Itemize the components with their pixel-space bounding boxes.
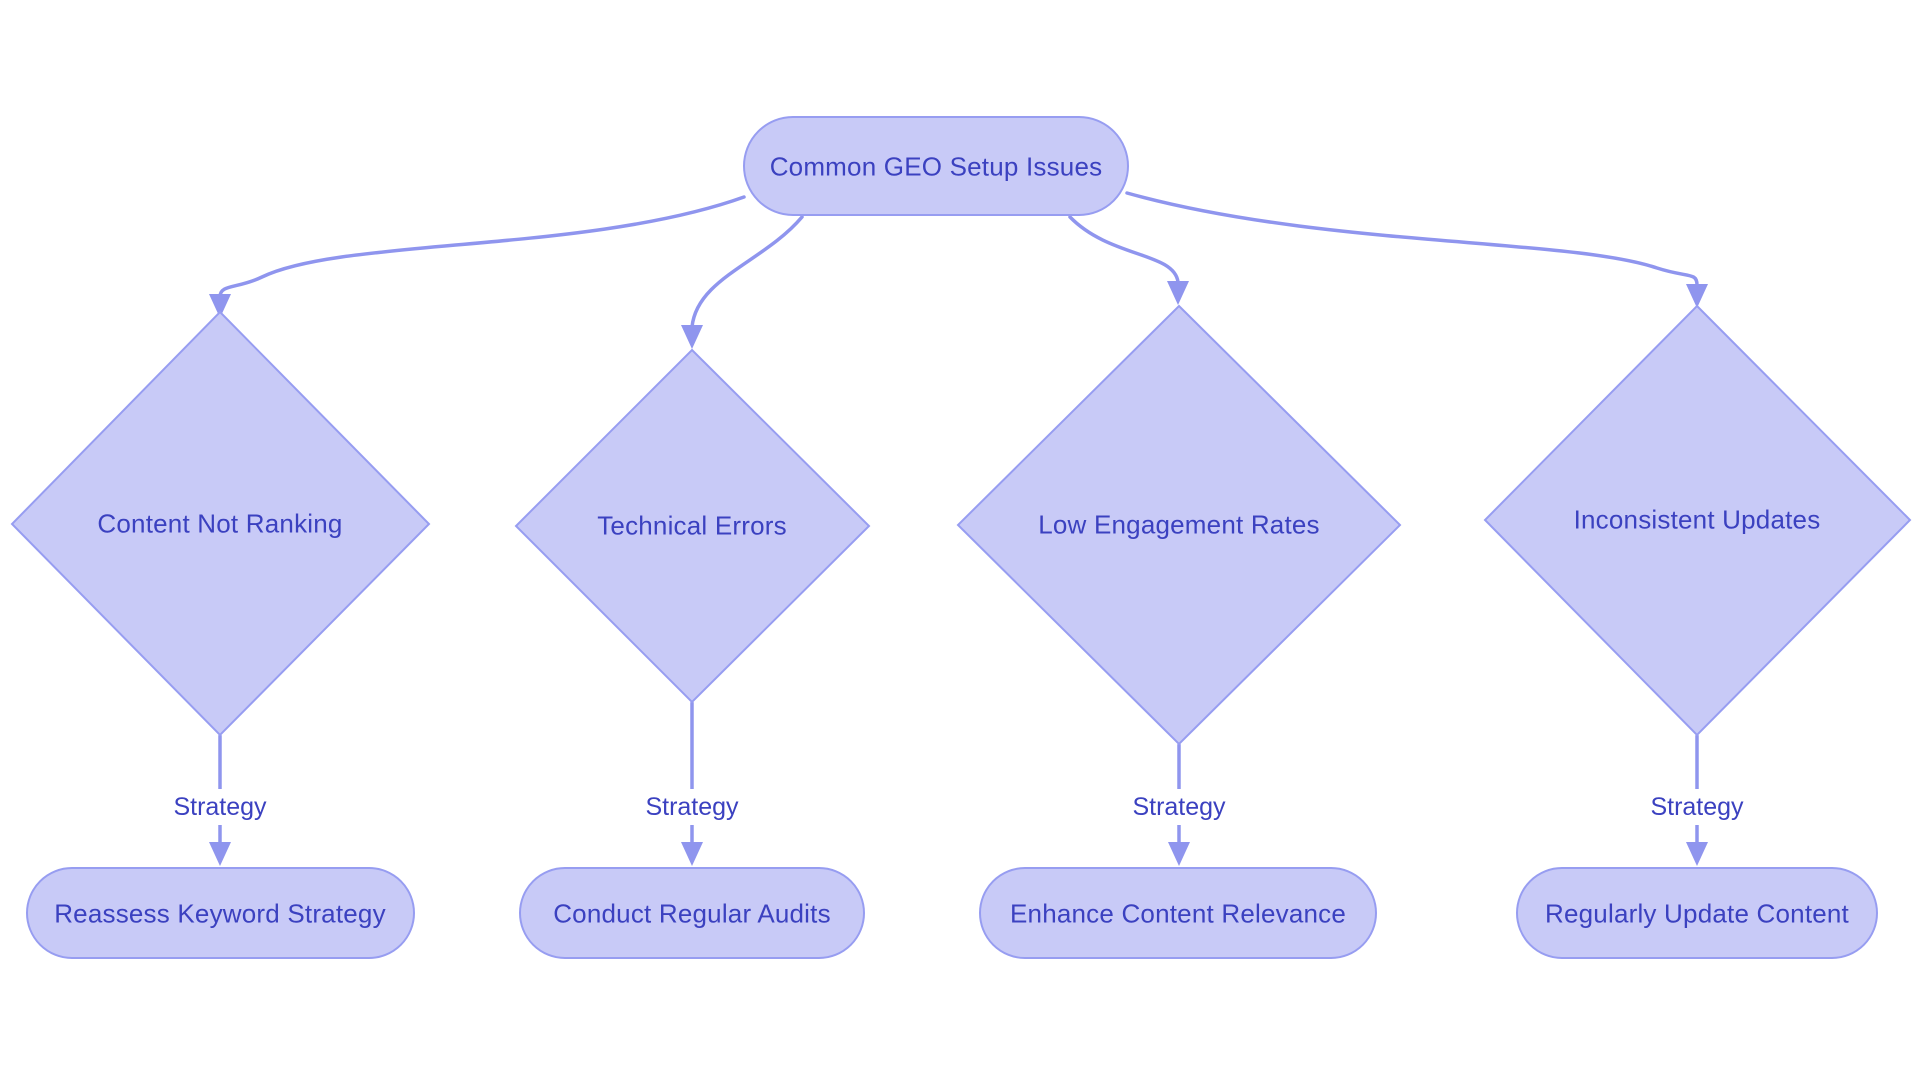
edge-root-to-inconsistent-updates (1125, 191, 1699, 287)
arrowhead-root-to-inconsistent-updates (1686, 284, 1708, 308)
edge-root-to-content-not-ranking (218, 195, 746, 299)
edge-label-strategy-2: Strategy (637, 789, 747, 825)
node-low-engagement-rates-shape (956, 304, 1402, 746)
node-content-not-ranking-label: Content Not Ranking (97, 508, 343, 539)
node-enhance-content-relevance-shape (979, 867, 1377, 959)
arrowhead-low-engagement-to-relevance (1168, 842, 1190, 866)
node-reassess-keyword-strategy-label: Reassess Keyword Strategy (54, 898, 386, 929)
arrowhead-inconsistent-updates-to-update (1686, 842, 1708, 866)
edge-root-to-low-engagement-rates (1068, 215, 1180, 284)
node-regularly-update-content-shape (1516, 867, 1878, 959)
node-technical-errors-shape (514, 348, 871, 704)
node-root-shape (743, 116, 1129, 216)
arrowhead-root-to-content-not-ranking (209, 294, 231, 318)
arrowhead-technical-errors-to-audits (681, 842, 703, 866)
node-enhance-content-relevance-label: Enhance Content Relevance (1009, 898, 1347, 929)
node-regularly-update-content-label: Regularly Update Content (1545, 898, 1849, 929)
node-content-not-ranking-shape (10, 310, 431, 737)
node-inconsistent-updates-shape (1483, 304, 1912, 737)
node-conduct-regular-audits-label: Conduct Regular Audits (553, 898, 831, 929)
edge-label-strategy-4: Strategy (1642, 789, 1752, 825)
arrowhead-content-not-ranking-to-reassess (209, 842, 231, 866)
arrowhead-root-to-technical-errors (681, 325, 703, 349)
node-conduct-regular-audits-shape (519, 867, 865, 959)
node-inconsistent-updates-label: Inconsistent Updates (1573, 504, 1821, 535)
node-technical-errors-label: Technical Errors (597, 510, 787, 541)
node-reassess-keyword-strategy-shape (26, 867, 415, 959)
arrowhead-root-to-low-engagement-rates (1167, 281, 1189, 305)
edge-label-strategy-1: Strategy (165, 789, 275, 825)
node-low-engagement-rates-label: Low Engagement Rates (1038, 509, 1320, 540)
edge-root-to-technical-errors (690, 215, 804, 329)
edge-label-strategy-3: Strategy (1124, 789, 1234, 825)
node-root-label: Common GEO Setup Issues (769, 151, 1103, 182)
